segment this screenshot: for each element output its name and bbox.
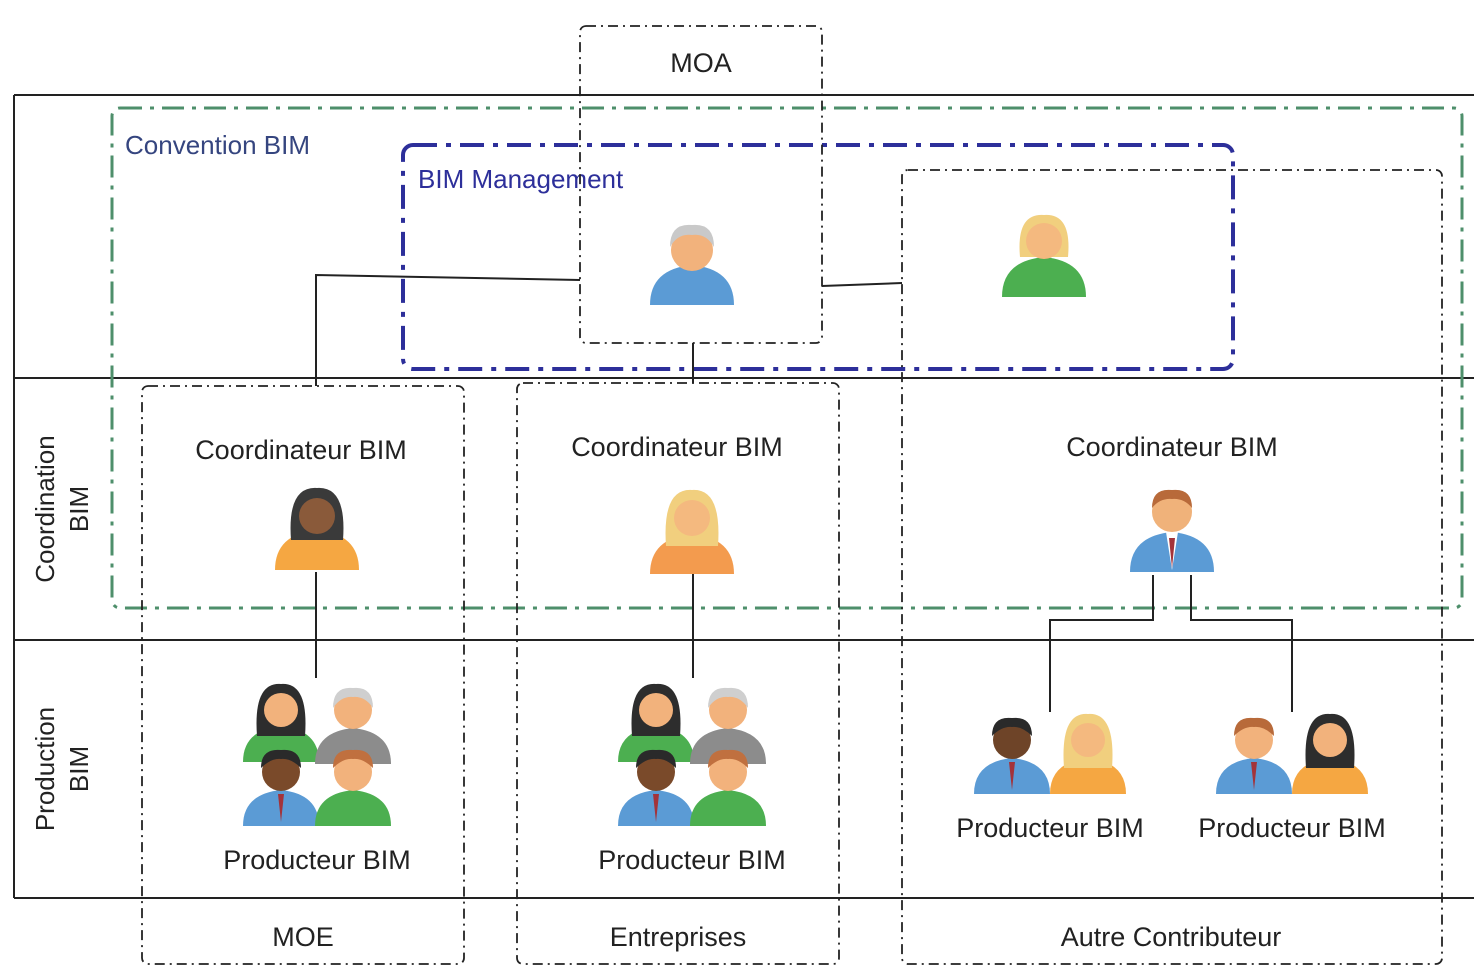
role-label-coordinateur-autre: Coordinateur BIM (1066, 432, 1278, 462)
connector-manager-partner (821, 282, 903, 287)
role-label-producteur-moe: Producteur BIM (223, 845, 411, 875)
org-box-moe (141, 385, 465, 965)
connector-manager-moe (315, 273, 581, 386)
user-pair-icon (974, 713, 1126, 794)
role-label-coordinateur-entreprises: Coordinateur BIM (571, 432, 783, 462)
bim-management-zone (401, 143, 1235, 371)
user-group-icon (243, 683, 391, 826)
org-label-moe: MOE (272, 922, 334, 952)
role-label-producteur-entreprises: Producteur BIM (598, 845, 786, 875)
user-blonde-green-icon (1002, 214, 1086, 297)
user-woman-blonde-icon (650, 489, 734, 574)
bim-management-label: BIM Management (418, 164, 624, 194)
user-man-tie-icon (1130, 489, 1214, 572)
connector-coord-autre-producers-2 (1190, 575, 1293, 712)
org-box-autre (901, 169, 1443, 965)
org-label-moa: MOA (670, 48, 732, 78)
role-label-coordinateur-moe: Coordinateur BIM (195, 435, 407, 465)
role-label-producteur-autre-1: Producteur BIM (956, 813, 1144, 843)
user-pair-icon (1216, 713, 1368, 794)
user-woman-dark-icon (275, 487, 359, 570)
org-box-moa (579, 25, 823, 344)
connectors (315, 273, 1293, 712)
connector-coord-autre-producers-1 (1049, 575, 1154, 712)
swimlane-grid (13, 94, 1474, 899)
user-gray-hair-icon (650, 224, 734, 305)
org-label-autre-contributeur: Autre Contributeur (1061, 922, 1282, 952)
org-label-entreprises: Entreprises (610, 922, 747, 952)
convention-bim-label: Convention BIM (125, 130, 310, 160)
role-label-producteur-autre-2: Producteur BIM (1198, 813, 1386, 843)
org-box-entreprises (516, 382, 840, 965)
user-group-icon (618, 683, 766, 826)
convention-bim-zone (110, 106, 1464, 610)
